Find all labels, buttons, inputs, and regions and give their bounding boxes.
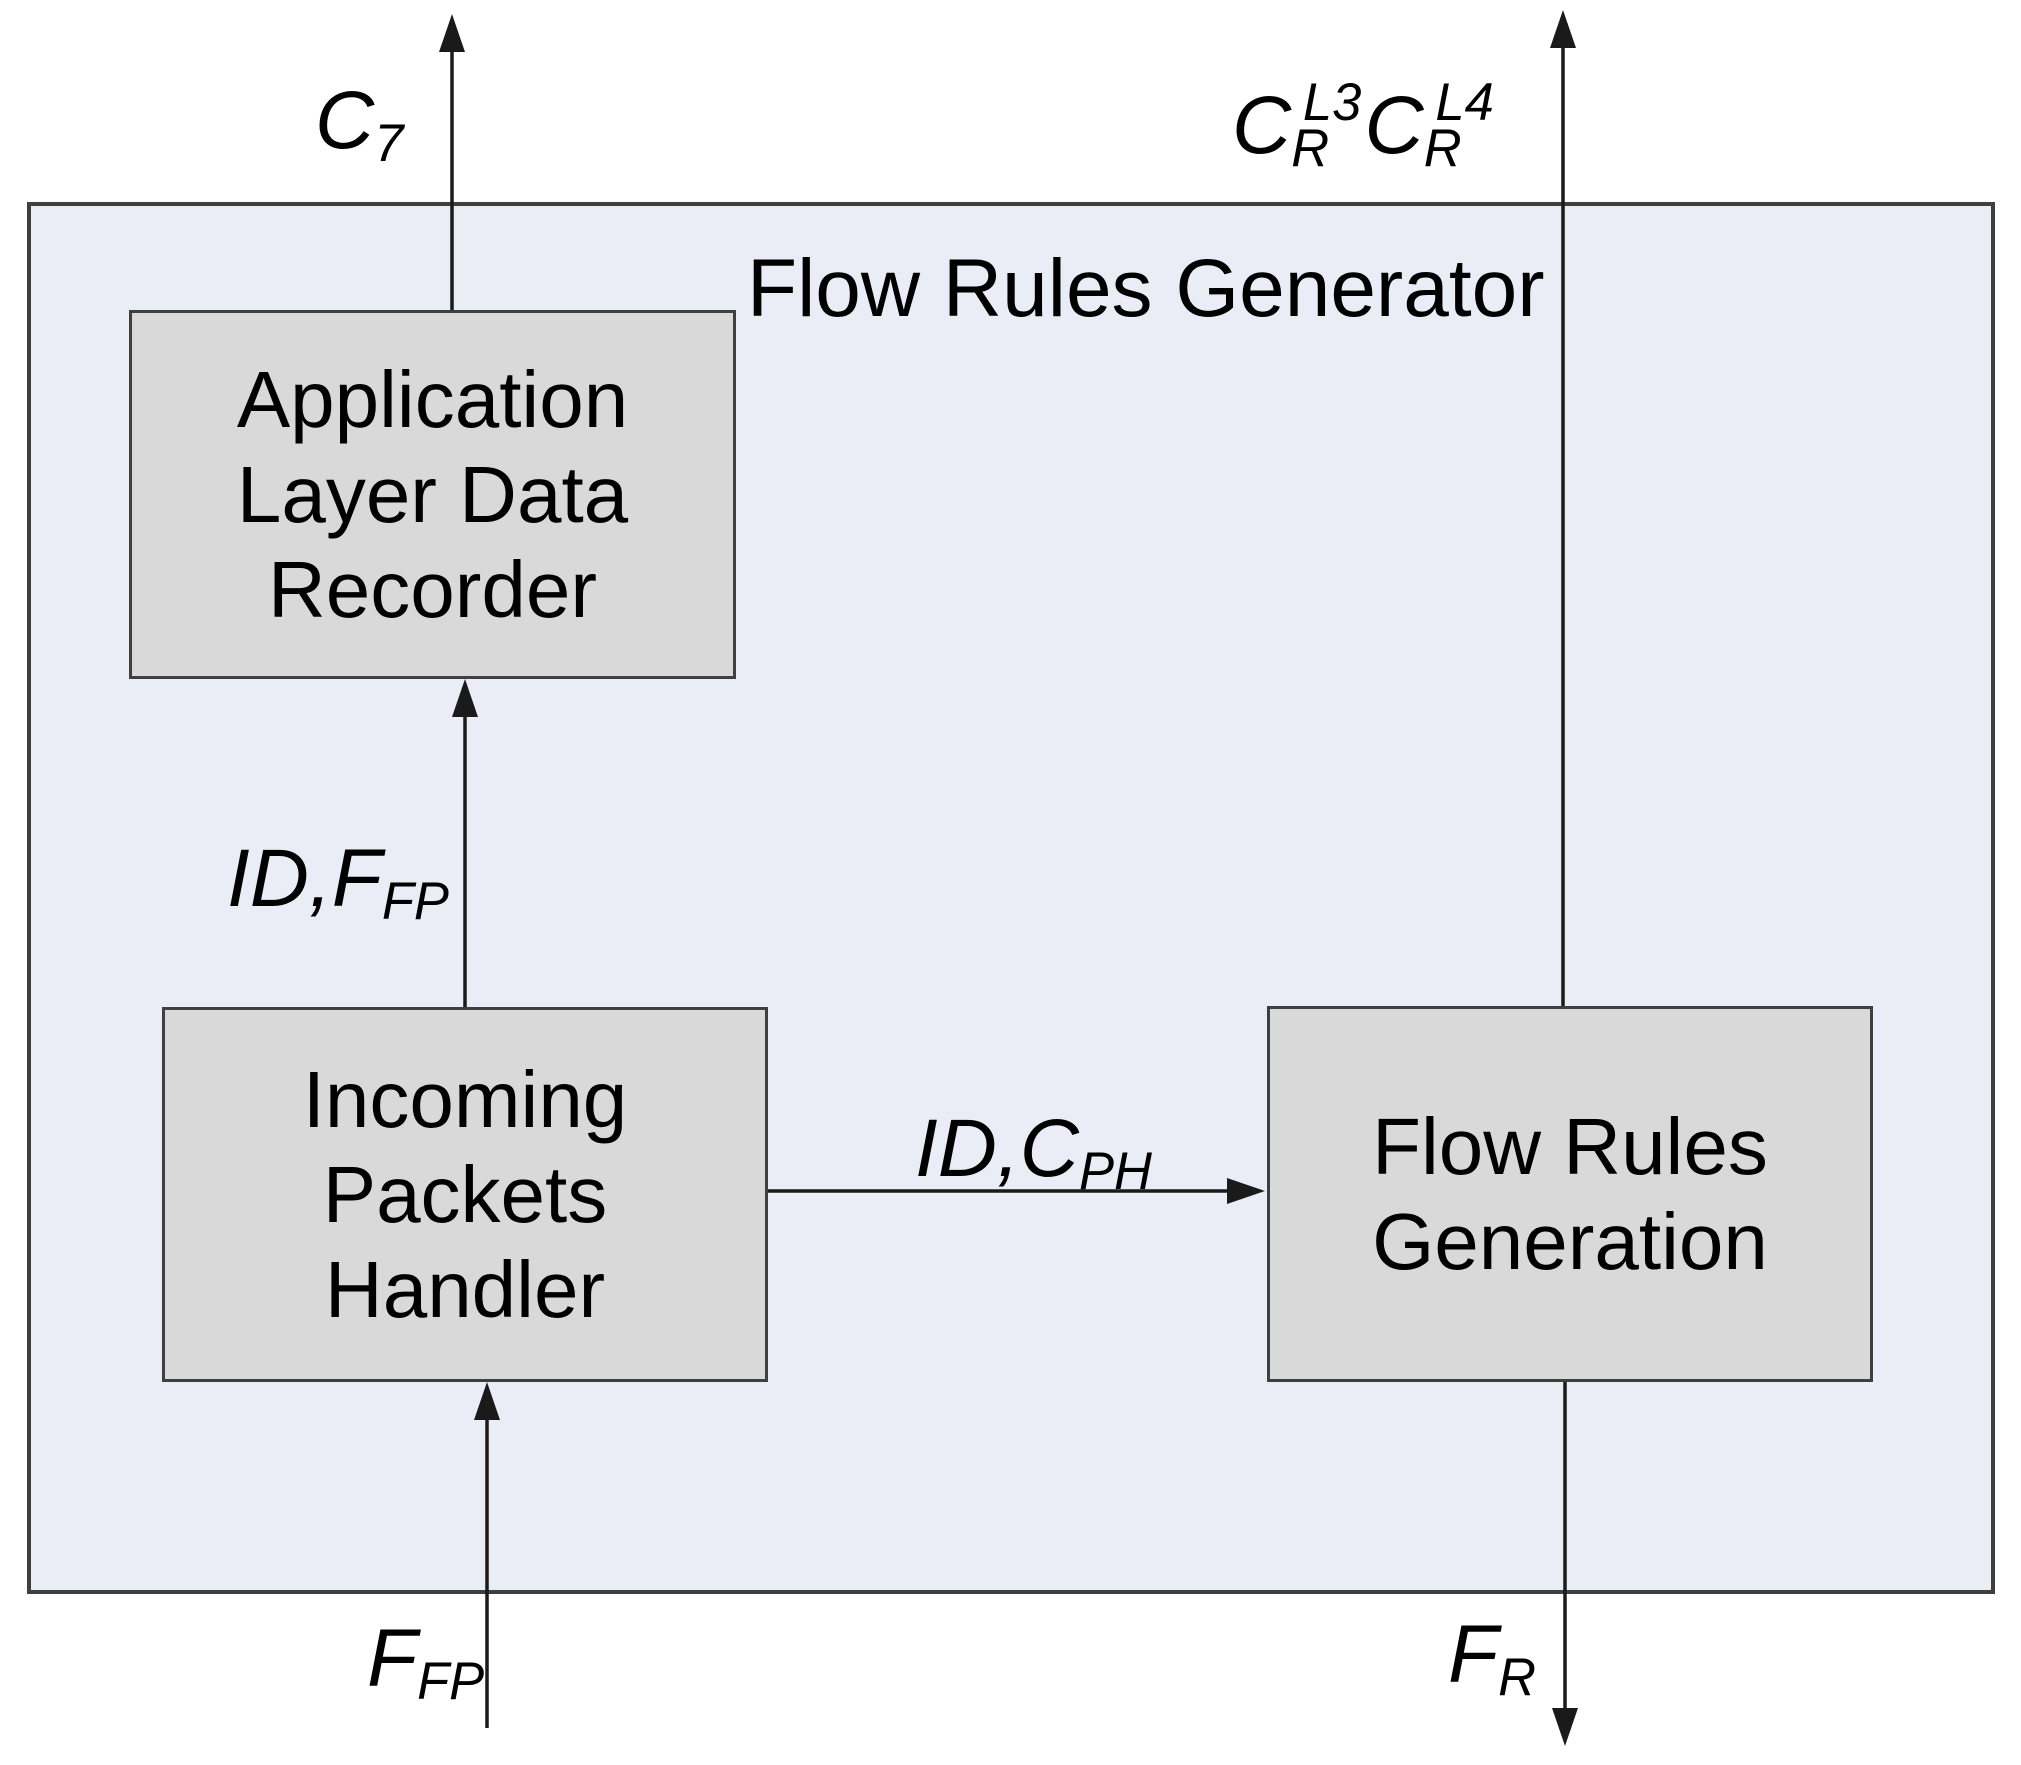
block-label-line: Handler (324, 1245, 606, 1334)
label-ffp: FFP (367, 1613, 485, 1711)
label-fr: FR (1448, 1609, 1536, 1707)
block-label-line: Layer Data (236, 450, 629, 539)
arrow-id-cph-right-icon (768, 1178, 1265, 1204)
block-flow-rules-generation: Flow Rules Generation (1267, 1006, 1873, 1382)
block-label-line: Flow Rules (1372, 1102, 1768, 1191)
arrow-ffp-up-icon (474, 1382, 500, 1728)
label-cr-l4: CRL4 (1364, 73, 1494, 178)
block-label-line: Generation (1372, 1197, 1768, 1286)
block-label-line: Application (236, 355, 629, 444)
diagram-title: Flow Rules Generator (747, 243, 1545, 334)
arrow-fr-down-icon (1552, 1382, 1578, 1746)
label-cr-l3-l4: CRL3CRL4 (1232, 77, 1497, 175)
block-application-layer-data-recorder: Application Layer Data Recorder (129, 310, 736, 679)
label-id-cph: ID,CPH (915, 1103, 1152, 1201)
block-incoming-packets-handler: Incoming Packets Handler (162, 1007, 768, 1382)
block-label-line: Recorder (267, 545, 598, 634)
block-label-line: Incoming (302, 1055, 628, 1144)
label-id-ffp: ID,FFP (227, 833, 449, 931)
label-c7: C7 (315, 75, 404, 173)
label-cr-l3: CRL3 (1232, 73, 1362, 178)
arrow-c7-up-icon (439, 14, 465, 310)
arrow-id-ffp-up-icon (452, 679, 478, 1007)
block-label-line: Packets (322, 1150, 608, 1239)
arrow-cr-up-icon (1550, 10, 1576, 1006)
